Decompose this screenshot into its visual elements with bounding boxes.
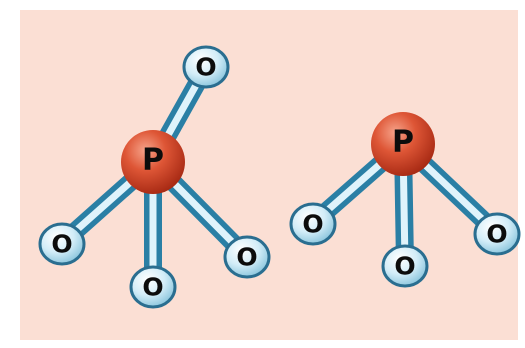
- oxygen-atom: O: [289, 202, 337, 246]
- oxygen-atom: O: [223, 235, 271, 279]
- oxygen-label: O: [236, 243, 257, 272]
- oxygen-atom: O: [182, 45, 230, 89]
- oxygen-atom: O: [473, 212, 521, 256]
- oxygen-label: O: [394, 252, 415, 281]
- oxygen-label: O: [51, 230, 72, 259]
- phosphorus-label: P: [142, 143, 164, 178]
- oxygen-atom: O: [381, 244, 429, 288]
- phosphorus-label: P: [392, 125, 414, 160]
- oxygen-label: O: [302, 210, 323, 239]
- molecule-right: P O O O: [289, 112, 521, 288]
- oxygen-atom: O: [129, 265, 177, 309]
- oxygen-label: O: [195, 53, 216, 82]
- phosphorus-atom: P: [121, 130, 185, 194]
- molecule-left: O P O O O: [38, 45, 271, 309]
- oxygen-label: O: [142, 273, 163, 302]
- oxygen-atom: O: [38, 222, 86, 266]
- phosphorus-atom: P: [371, 112, 435, 176]
- oxygen-label: O: [486, 220, 507, 249]
